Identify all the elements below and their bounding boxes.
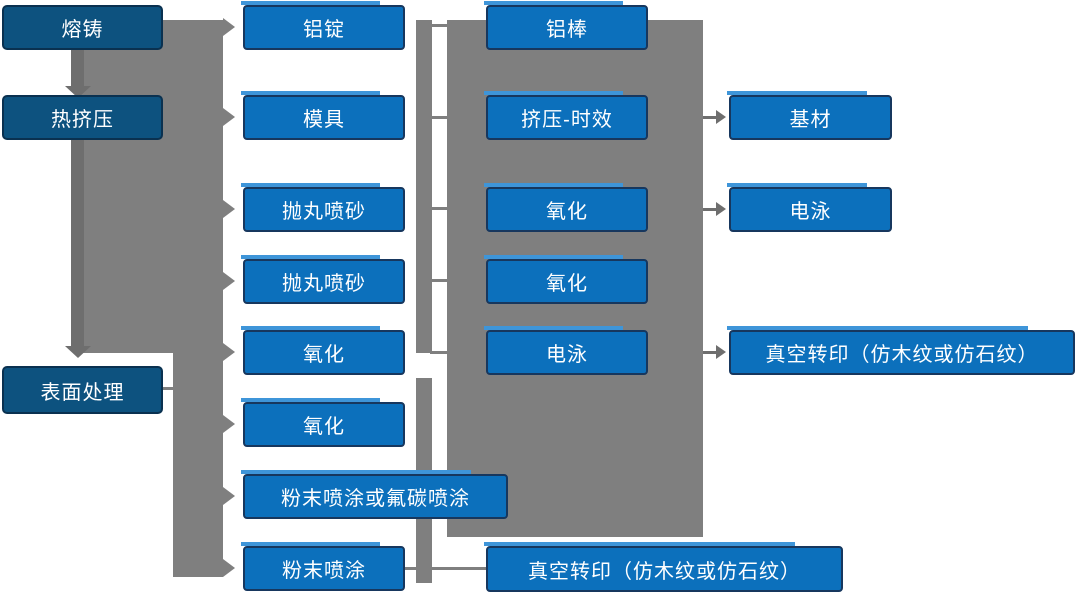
connector-band-surface xyxy=(173,353,223,577)
connector-bridge-row2 xyxy=(430,116,449,119)
arrowhead-to-oxidation-1 xyxy=(223,343,235,361)
node-hot-extrusion: 热挤压 xyxy=(2,95,163,140)
arrow-to-base-material xyxy=(703,116,717,119)
arrowhead-to-powder-fluorocarbon xyxy=(223,487,235,505)
arrow-to-electrophoresis xyxy=(703,208,717,211)
node-extrusion-aging: 挤压-时效 xyxy=(484,91,648,140)
connector-band-main xyxy=(78,20,223,353)
node-electrophoresis-2: 电泳 xyxy=(727,183,892,232)
arrow-to-vacuum-transfer xyxy=(703,351,717,354)
node-surface-treatment: 表面处理 xyxy=(2,366,163,414)
node-melting-casting: 熔铸 xyxy=(2,5,163,50)
arrowhead-to-electrophoresis xyxy=(716,202,726,216)
arrowhead-to-shot-blasting-1 xyxy=(223,200,235,218)
arrowhead-to-mold xyxy=(223,108,235,126)
arrowhead-to-aluminum-ingot xyxy=(223,18,235,36)
node-shot-blasting-2: 抛丸喷砂 xyxy=(241,255,405,304)
node-mold: 模具 xyxy=(241,91,405,140)
node-shot-blasting-1: 抛丸喷砂 xyxy=(241,183,405,232)
arrowhead-extrusion-to-surface xyxy=(65,346,91,358)
node-oxidation-3: 氧化 xyxy=(484,183,648,232)
node-base-material: 基材 xyxy=(727,91,892,140)
connector-bridge-row1 xyxy=(430,24,449,27)
node-powder-or-fluorocarbon-coating: 粉末喷涂或氟碳喷涂 xyxy=(241,470,508,519)
arrowhead-to-oxidation-2 xyxy=(223,415,235,433)
node-aluminum-ingot: 铝锭 xyxy=(241,1,405,50)
connector-bridge-row5 xyxy=(430,351,449,354)
connector-bridge-row3 xyxy=(430,207,449,210)
arrow-melting-to-extrusion xyxy=(71,49,84,87)
node-oxidation-4: 氧化 xyxy=(484,255,648,304)
arrow-extrusion-to-surface xyxy=(71,140,84,346)
node-aluminum-rod: 铝棒 xyxy=(484,1,648,50)
arrowhead-to-vacuum-transfer xyxy=(716,345,726,359)
node-powder-coating: 粉末喷涂 xyxy=(241,542,405,591)
node-oxidation-1: 氧化 xyxy=(241,326,405,375)
node-vacuum-transfer-print-bottom: 真空转印（仿木纹或仿石纹） xyxy=(484,542,843,592)
node-vacuum-transfer-print-right: 真空转印（仿木纹或仿石纹） xyxy=(727,326,1075,375)
connector-bridge-row4 xyxy=(430,279,449,282)
connector-line-surface-treatment xyxy=(163,387,175,390)
arrowhead-to-powder-coating xyxy=(223,559,235,577)
arrowhead-to-base-material xyxy=(716,110,726,124)
arrowhead-to-shot-blasting-2 xyxy=(223,272,235,290)
node-oxidation-2: 氧化 xyxy=(241,398,405,447)
connector-line-bottom-row xyxy=(405,567,489,570)
node-electrophoresis-1: 电泳 xyxy=(484,326,648,375)
connector-bar-upper xyxy=(416,20,432,353)
